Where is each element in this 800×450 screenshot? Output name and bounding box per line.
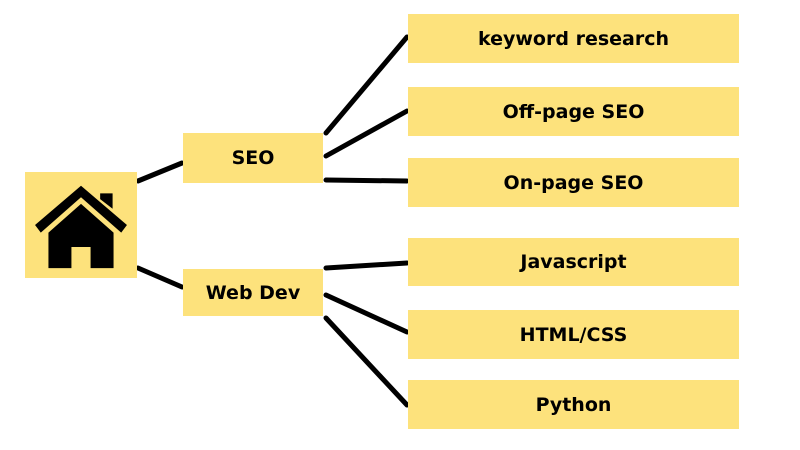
connector-seo-off-page-seo xyxy=(323,108,410,159)
branch-node-web-dev: Web Dev xyxy=(183,269,323,316)
leaf-node-python: Python xyxy=(408,380,739,429)
connector-webdev-html-css xyxy=(323,292,410,335)
leaf-label: Python xyxy=(535,393,612,416)
leaf-label: HTML/CSS xyxy=(519,323,628,346)
branch-label-seo: SEO xyxy=(231,147,275,169)
leaf-node-javascript: Javascript xyxy=(408,238,739,286)
leaf-label: On-page SEO xyxy=(503,171,644,194)
branch-node-seo: SEO xyxy=(183,133,323,183)
leaf-label: Off-page SEO xyxy=(502,100,645,123)
connector-seo-keyword-research xyxy=(323,34,410,136)
leaf-node-off-page-seo: Off-page SEO xyxy=(408,87,739,136)
leaf-node-html-css: HTML/CSS xyxy=(408,310,739,359)
root-node xyxy=(25,172,137,278)
home-icon xyxy=(35,185,127,269)
connector-home-seo xyxy=(135,160,185,184)
connector-home-webdev xyxy=(135,265,185,290)
leaf-node-keyword-research: keyword research xyxy=(408,14,739,63)
leaf-label: Javascript xyxy=(520,251,627,273)
branch-label-web-dev: Web Dev xyxy=(205,281,301,304)
leaf-node-on-page-seo: On-page SEO xyxy=(408,158,739,207)
connector-seo-on-page-seo xyxy=(323,177,410,184)
connector-webdev-javascript xyxy=(323,260,410,271)
connector-webdev-python xyxy=(323,315,410,408)
leaf-label: keyword research xyxy=(477,27,670,50)
